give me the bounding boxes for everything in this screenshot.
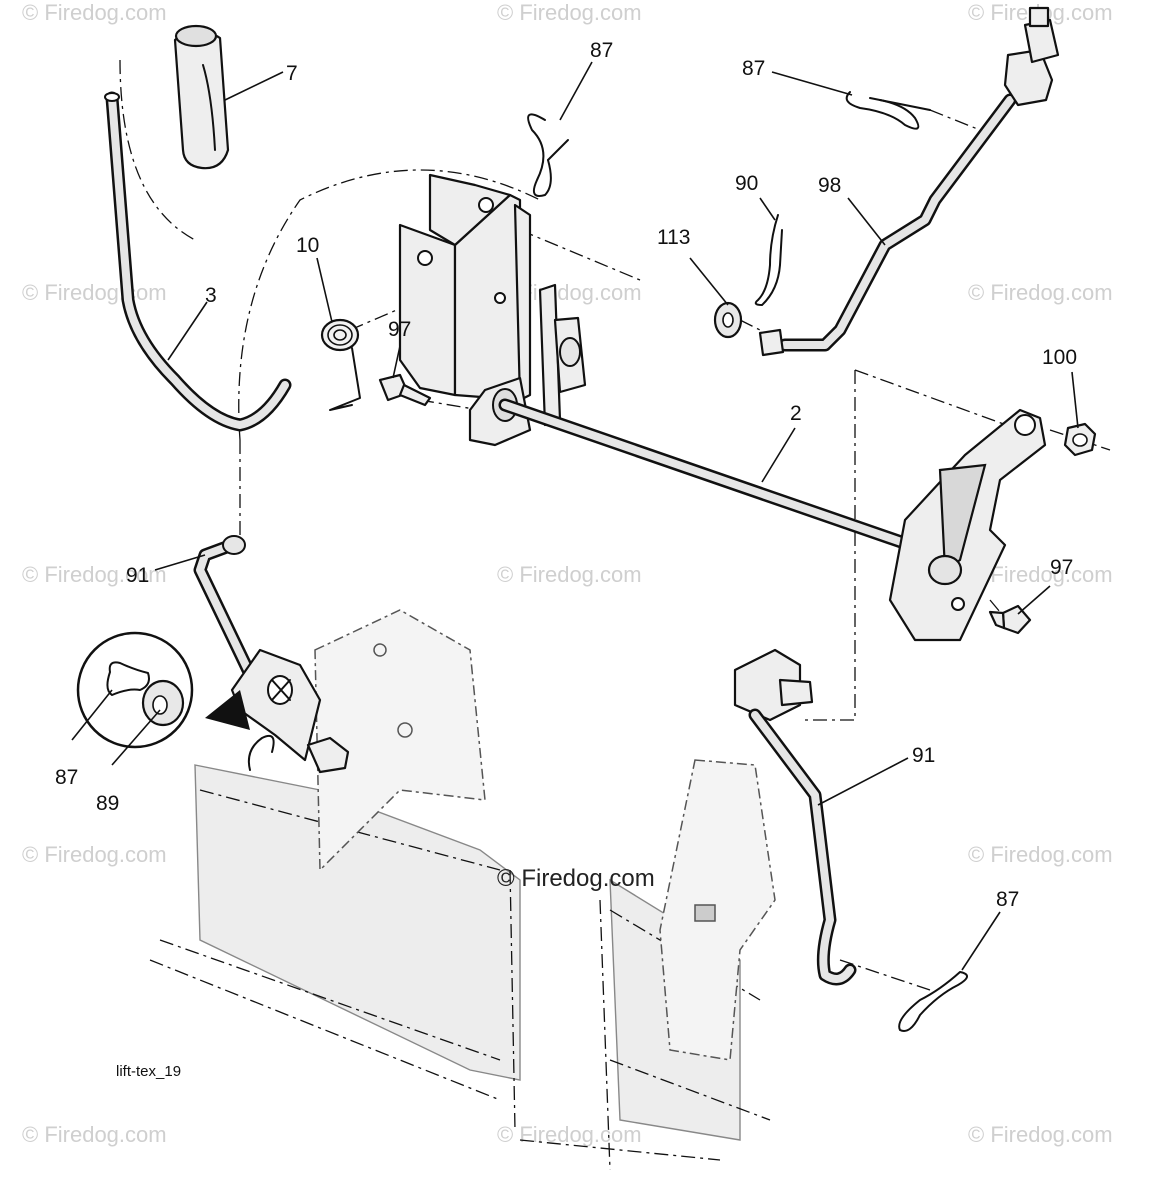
callouts: 7 87 87 90 98 113 10 3 97 100 2 91 97 87… — [55, 39, 1077, 911]
callout-label: 2 — [790, 402, 802, 425]
watermark: © Firedog.com — [497, 0, 642, 25]
callout-label: 10 — [296, 234, 319, 257]
lift-arm — [888, 408, 1047, 642]
hair-pin-clip — [898, 971, 968, 1032]
lift-link — [733, 648, 857, 986]
watermark: © Firedog.com — [22, 0, 167, 25]
flange-bolt — [988, 604, 1032, 635]
callout-label: 7 — [286, 62, 298, 85]
hair-pin-clip — [754, 214, 783, 306]
callout-label: 113 — [657, 226, 690, 249]
watermark: © Firedog.com — [968, 280, 1113, 305]
lift-shaft — [498, 398, 917, 552]
torsion-spring — [320, 318, 361, 411]
callout-label: 100 — [1042, 346, 1077, 369]
callout-label: 87 — [55, 766, 78, 789]
pivot-bracket — [398, 173, 532, 402]
washer — [713, 301, 743, 339]
callout-label: 97 — [1050, 556, 1073, 579]
watermark: © Firedog.com — [497, 562, 642, 587]
left-deck-bracket — [314, 609, 486, 872]
lift-lever — [104, 91, 292, 432]
hair-pin-clip — [845, 91, 931, 130]
detail-inset — [76, 631, 250, 749]
right-deck-bracket — [659, 759, 776, 1061]
watermark: © Firedog.com — [22, 562, 167, 587]
watermark: © Firedog.com — [22, 280, 167, 305]
handle-grip — [173, 24, 230, 170]
watermark: © Firedog.com — [968, 842, 1113, 867]
callout-label: 87 — [590, 39, 613, 62]
callout-label: 97 — [388, 318, 411, 341]
callout-label: 90 — [735, 172, 758, 195]
callout-label: 3 — [205, 284, 217, 307]
callout-label: 87 — [996, 888, 1019, 911]
watermark: © Firedog.com — [497, 1122, 642, 1147]
shaft-bracket — [468, 283, 587, 447]
center-credit: © Firedog.com — [497, 865, 655, 892]
callout-label: 89 — [96, 792, 119, 815]
callout-label: 91 — [126, 564, 149, 587]
hair-pin-clip — [527, 113, 569, 197]
drawing-code: lift-tex_19 — [116, 1063, 181, 1080]
watermark: © Firedog.com — [968, 1122, 1113, 1147]
watermark: © Firedog.com — [22, 1122, 167, 1147]
leader-lines — [71, 61, 1079, 971]
lift-link — [193, 535, 255, 677]
callout-label: 87 — [742, 57, 765, 80]
hex-nut — [1063, 422, 1097, 457]
callout-label: 91 — [912, 744, 935, 767]
watermark: © Firedog.com — [22, 842, 167, 867]
rocker-bracket — [230, 648, 350, 774]
callout-label: 98 — [818, 174, 841, 197]
